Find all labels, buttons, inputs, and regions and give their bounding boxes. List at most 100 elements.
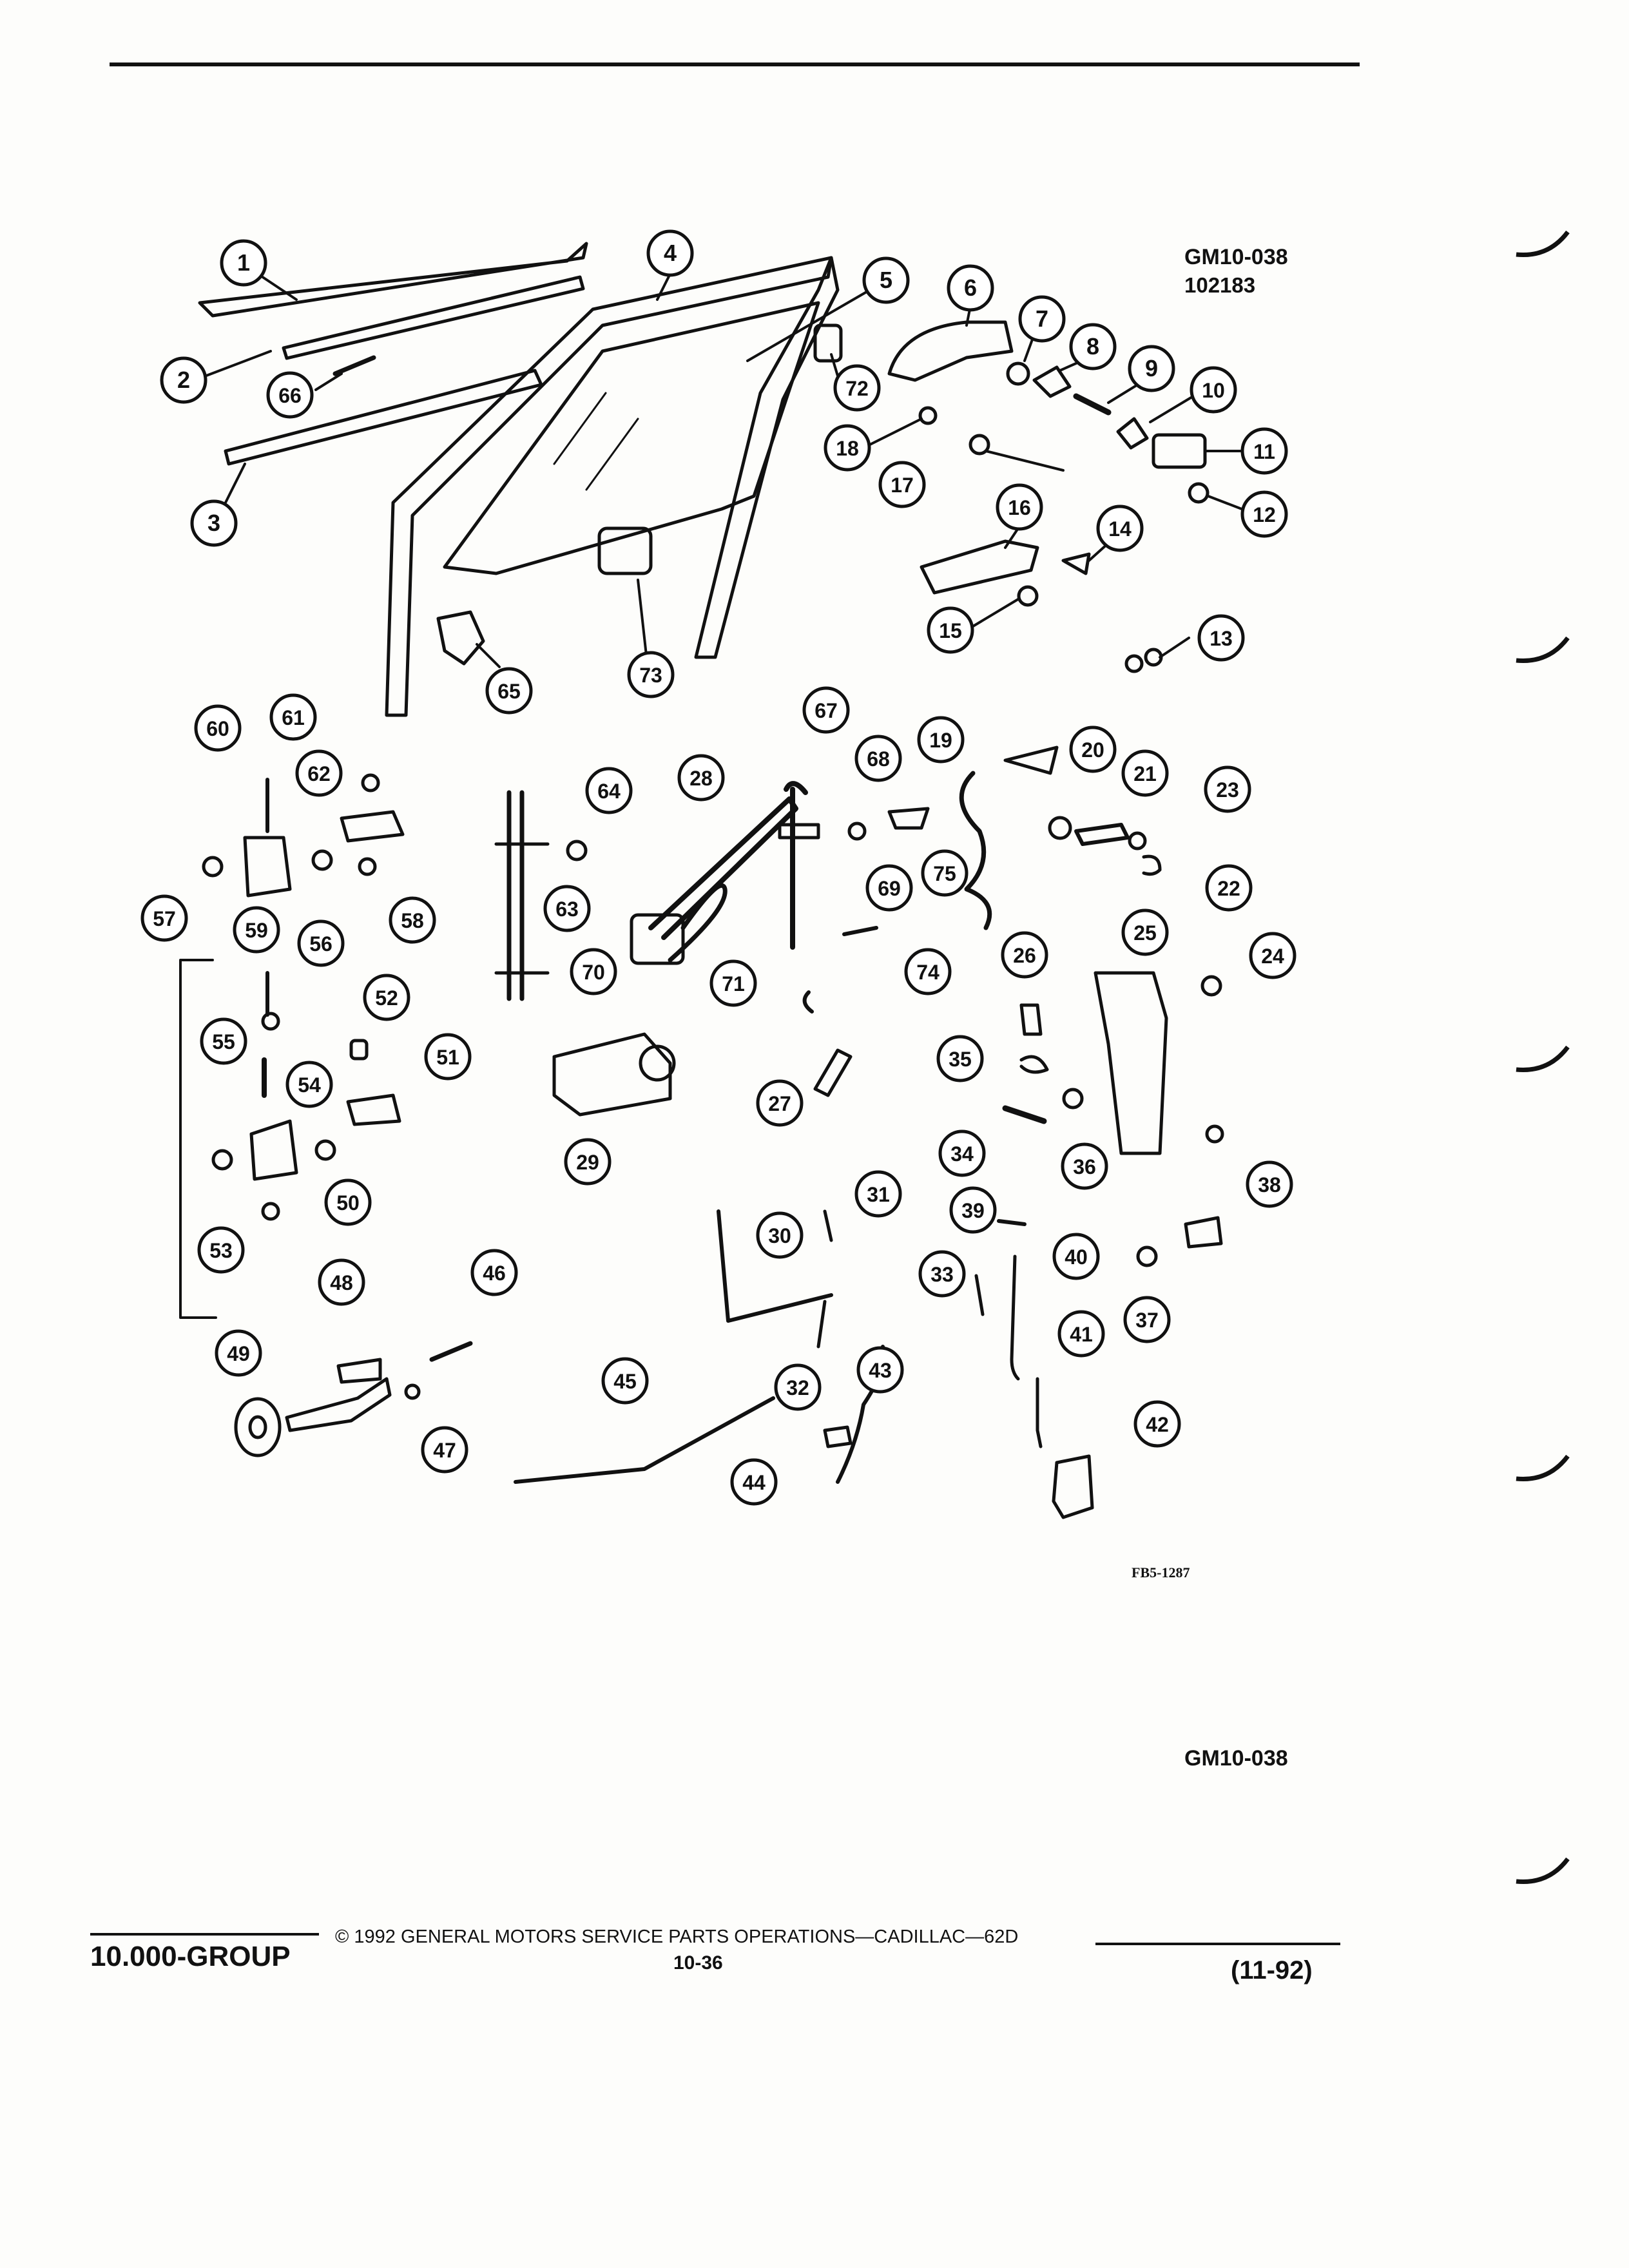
callout-circle — [927, 606, 974, 654]
callout-number: 52 — [375, 986, 398, 1010]
molding-part — [282, 275, 585, 360]
callout-57: 57 — [140, 894, 188, 942]
leader-line — [1149, 392, 1200, 423]
callout-number: 47 — [433, 1439, 456, 1462]
door-frame — [694, 256, 840, 659]
callout-12: 12 — [1240, 490, 1288, 538]
callout-circle — [709, 959, 757, 1007]
callout-circle — [947, 264, 994, 312]
callout-75: 75 — [921, 849, 969, 897]
leader-line — [862, 418, 923, 449]
screw-part — [314, 1139, 336, 1161]
callout-circle — [1121, 749, 1169, 797]
callout-circle — [140, 894, 188, 942]
callout-circle — [936, 1035, 984, 1082]
callout-45: 45 — [601, 1357, 649, 1405]
lever-part — [813, 1048, 853, 1097]
callout-number: 24 — [1261, 945, 1284, 968]
callout-13: 13 — [1197, 614, 1245, 662]
screw-part — [1136, 1245, 1158, 1267]
hinge-part — [346, 1093, 401, 1126]
top-rule — [110, 62, 1360, 66]
callout-10: 10 — [1190, 366, 1237, 414]
callout-49: 49 — [215, 1329, 262, 1377]
callout-25: 25 — [1121, 908, 1169, 956]
leader-line — [202, 350, 272, 378]
callout-circle — [160, 356, 207, 404]
clip-part — [813, 323, 843, 363]
callout-circle — [917, 716, 965, 764]
callout-number: 35 — [949, 1048, 972, 1071]
callout-number: 7 — [1036, 305, 1048, 332]
leader-line — [221, 463, 246, 510]
callout-8: 8 — [1069, 323, 1117, 370]
callout-number: 66 — [278, 384, 302, 407]
callout-circle — [215, 1329, 262, 1377]
callout-53: 53 — [197, 1226, 245, 1274]
callout-number: 60 — [206, 717, 229, 740]
callout-47: 47 — [421, 1426, 468, 1474]
figure-id: GM10-038 — [1184, 245, 1288, 269]
leader-line — [656, 273, 671, 301]
callout-circle — [1133, 1400, 1181, 1448]
lock-rod-part — [816, 1300, 827, 1349]
callout-number: 6 — [964, 274, 977, 301]
callout-42: 42 — [1133, 1400, 1181, 1448]
glass-channel-part — [597, 526, 653, 575]
callout-21: 21 — [1121, 749, 1169, 797]
window-motor-part — [639, 1044, 676, 1082]
hinge-part — [249, 1119, 298, 1181]
callout-number: 29 — [576, 1151, 599, 1174]
clip-part — [918, 406, 938, 425]
callout-69: 69 — [865, 864, 913, 912]
callout-circle — [833, 364, 881, 412]
binder-mark — [1516, 636, 1570, 664]
callout-circle — [949, 1186, 997, 1234]
regulator-arm-part — [784, 781, 808, 950]
callout-40: 40 — [1052, 1233, 1100, 1280]
callout-72: 72 — [833, 364, 881, 412]
callout-circle — [918, 1250, 966, 1298]
callout-number: 27 — [768, 1092, 791, 1115]
window-regulator-part — [648, 796, 798, 940]
callout-number: 40 — [1065, 1245, 1088, 1269]
callout-circle — [470, 1249, 518, 1296]
callout-11: 11 — [1240, 427, 1288, 475]
callout-number: 18 — [836, 437, 859, 460]
callout-number: 39 — [961, 1199, 985, 1222]
callout-20: 20 — [1069, 726, 1117, 773]
callout-41: 41 — [1057, 1310, 1105, 1358]
run-channel-part — [506, 790, 525, 1001]
callout-circle — [856, 1346, 904, 1394]
callout-number: 48 — [330, 1271, 353, 1294]
callout-60: 60 — [194, 704, 242, 752]
bracket-part — [887, 807, 930, 830]
callout-number: 20 — [1081, 738, 1104, 762]
callout-7: 7 — [1018, 295, 1066, 343]
lock-part — [1128, 831, 1147, 850]
callout-circle — [1069, 323, 1117, 370]
callout-number: 34 — [950, 1142, 974, 1166]
callout-number: 31 — [867, 1183, 890, 1206]
callout-number: 58 — [401, 909, 424, 932]
callout-number: 70 — [582, 961, 605, 984]
callout-circle — [627, 651, 675, 698]
screw-part — [202, 856, 224, 878]
callout-6: 6 — [947, 264, 994, 312]
callout-32: 32 — [774, 1363, 822, 1411]
callout-number: 26 — [1013, 944, 1036, 967]
callout-circle — [485, 667, 533, 715]
bumper-part — [436, 610, 485, 666]
callout-circle — [774, 1363, 822, 1411]
callout-27: 27 — [756, 1079, 804, 1127]
bracket-part — [778, 823, 820, 840]
switch-part — [1036, 1377, 1043, 1448]
callout-number: 42 — [1146, 1413, 1169, 1436]
screw-part — [842, 926, 878, 936]
callout-circle — [1057, 1310, 1105, 1358]
callout-number: 28 — [689, 767, 713, 790]
callout-52: 52 — [363, 974, 410, 1021]
callout-circle — [1069, 726, 1117, 773]
callout-71: 71 — [709, 959, 757, 1007]
callout-18: 18 — [824, 424, 871, 472]
